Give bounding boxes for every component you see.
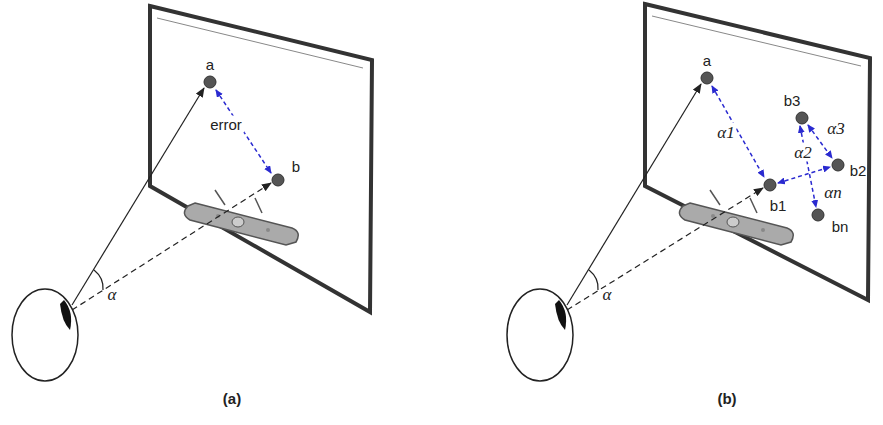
point-label: bn xyxy=(832,219,849,234)
eye xyxy=(12,289,78,381)
error-label: error xyxy=(208,116,244,133)
camera xyxy=(184,190,298,245)
angle-label: α3 xyxy=(825,119,846,138)
panel-caption: (b) xyxy=(717,391,736,406)
point-label: a xyxy=(206,57,214,72)
point-label: b2 xyxy=(850,163,867,178)
angle-label: α2 xyxy=(792,143,813,162)
screen xyxy=(645,4,870,300)
panel-b xyxy=(507,4,870,381)
angle-label: αn xyxy=(822,183,843,202)
angle-label: α1 xyxy=(715,123,736,142)
angle-label: α xyxy=(108,286,117,303)
angle-label: α xyxy=(603,286,612,303)
eye xyxy=(507,289,573,381)
panel-a xyxy=(12,6,372,381)
point-label: b xyxy=(292,159,300,174)
camera xyxy=(679,190,793,245)
point-label: b1 xyxy=(770,198,787,213)
point-label: b3 xyxy=(784,93,801,108)
point-label: a xyxy=(703,53,711,68)
panel-caption: (a) xyxy=(223,391,241,406)
screen xyxy=(150,6,372,312)
